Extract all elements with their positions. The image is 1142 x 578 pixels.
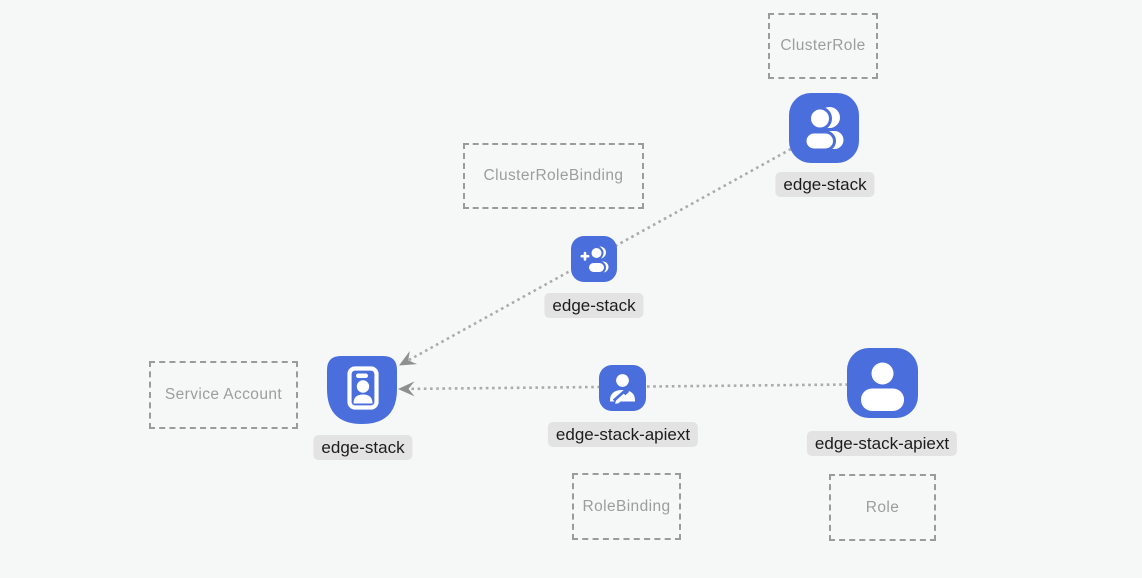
node-serviceaccount-edge-stack <box>327 356 397 424</box>
arrow-head <box>399 350 418 366</box>
kind-box-label: Service Account <box>164 386 283 403</box>
node-label: edge-stack <box>313 435 413 460</box>
kind-box-clusterrole: ClusterRole <box>768 13 878 79</box>
kind-box-rolebinding: RoleBinding <box>572 473 681 540</box>
users-icon <box>789 93 859 163</box>
user-icon <box>847 348 918 418</box>
kind-box-label: RoleBinding <box>582 497 671 515</box>
kind-box-role: Role <box>829 474 936 541</box>
user-edit-icon <box>599 365 646 411</box>
kind-box-label: ClusterRole <box>780 37 866 54</box>
node-label: edge-stack <box>775 172 875 197</box>
kind-box-label: ClusterRoleBinding <box>483 167 624 184</box>
id-badge-icon <box>327 356 397 424</box>
kind-box-clusterrolebinding: ClusterRoleBinding <box>463 143 644 209</box>
node-label: edge-stack-apiext <box>806 431 958 456</box>
node-label: edge-stack-apiext <box>547 422 699 447</box>
kind-box-serviceaccount: Service Account <box>149 361 298 429</box>
node-role-edge-stack-apiext <box>847 348 918 418</box>
node-label: edge-stack <box>544 293 644 318</box>
arrow-head <box>398 381 415 397</box>
node-clusterrole-edge-stack <box>789 93 859 163</box>
user-plus-icon <box>571 236 617 282</box>
node-rolebinding-edge-stack-apiext <box>599 365 646 411</box>
node-clusterrolebinding-edge-stack <box>571 236 617 282</box>
kind-box-label: Role <box>865 498 900 516</box>
